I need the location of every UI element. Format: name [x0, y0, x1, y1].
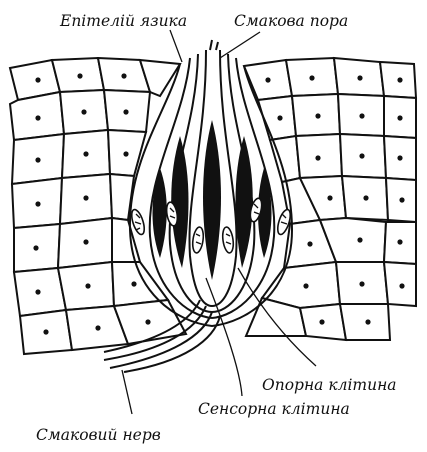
cell-nucleus [363, 195, 368, 200]
cell-nucleus [35, 77, 40, 82]
cell-nucleus [85, 283, 90, 288]
cell-nucleus [265, 77, 270, 82]
epithelial-cell [384, 262, 416, 306]
cell-nucleus [81, 109, 86, 114]
sensory-cell-body [153, 168, 167, 258]
leader-taste-pore [220, 32, 260, 58]
support-cell-nucleus [191, 226, 205, 253]
epithelial-cell [340, 304, 390, 340]
epithelial-cell [112, 262, 168, 306]
label-taste-pore: Смакова пора [234, 12, 348, 30]
cell-nucleus [315, 113, 320, 118]
cell-nucleus [397, 115, 402, 120]
cell-nucleus [365, 319, 370, 324]
cell-nucleus [35, 115, 40, 120]
leader-taste-nerve [122, 370, 132, 414]
cell-nucleus [83, 151, 88, 156]
cell-nucleus [307, 241, 312, 246]
cell-nucleus [399, 283, 404, 288]
cell-nucleus [83, 239, 88, 244]
label-sensory-cell: Сенсорна клітина [198, 400, 350, 418]
support-cell-nucleus [221, 226, 235, 253]
cell-nucleus [357, 75, 362, 80]
cell-nucleus [35, 289, 40, 294]
sensory-cell-body [171, 136, 188, 268]
cell-nucleus [35, 201, 40, 206]
sensory-cell-body [236, 136, 253, 268]
cell-nucleus [359, 281, 364, 286]
cell-nucleus [121, 73, 126, 78]
cell-nucleus [359, 113, 364, 118]
cell-nucleus [77, 73, 82, 78]
cell-nucleus [397, 155, 402, 160]
cell-nucleus [33, 245, 38, 250]
sensory-cell-body [203, 120, 221, 280]
cell-nucleus [83, 195, 88, 200]
cell-nucleus [123, 151, 128, 156]
label-support-cell: Опорна клітина [262, 376, 397, 394]
cell-nucleus [123, 109, 128, 114]
cell-nucleus [357, 237, 362, 242]
label-epithelium: Епітелій язика [59, 12, 187, 30]
cell-nucleus [327, 195, 332, 200]
leader-epithelium [170, 30, 182, 62]
cell-nucleus [319, 319, 324, 324]
cell-nucleus [399, 197, 404, 202]
cell-nucleus [277, 115, 282, 120]
label-taste-nerve: Смаковий нерв [36, 426, 161, 444]
cell-nucleus [43, 329, 48, 334]
cell-nucleus [35, 157, 40, 162]
cell-nucleus [95, 325, 100, 330]
cell-nucleus [309, 75, 314, 80]
cell-nucleus [359, 153, 364, 158]
taste-pore-microvilli [210, 40, 218, 50]
cell-nucleus [315, 155, 320, 160]
cell-nucleus [145, 319, 150, 324]
cell-nucleus [131, 281, 136, 286]
cell-nucleus [397, 77, 402, 82]
cell-nucleus [397, 239, 402, 244]
cell-nucleus [303, 283, 308, 288]
